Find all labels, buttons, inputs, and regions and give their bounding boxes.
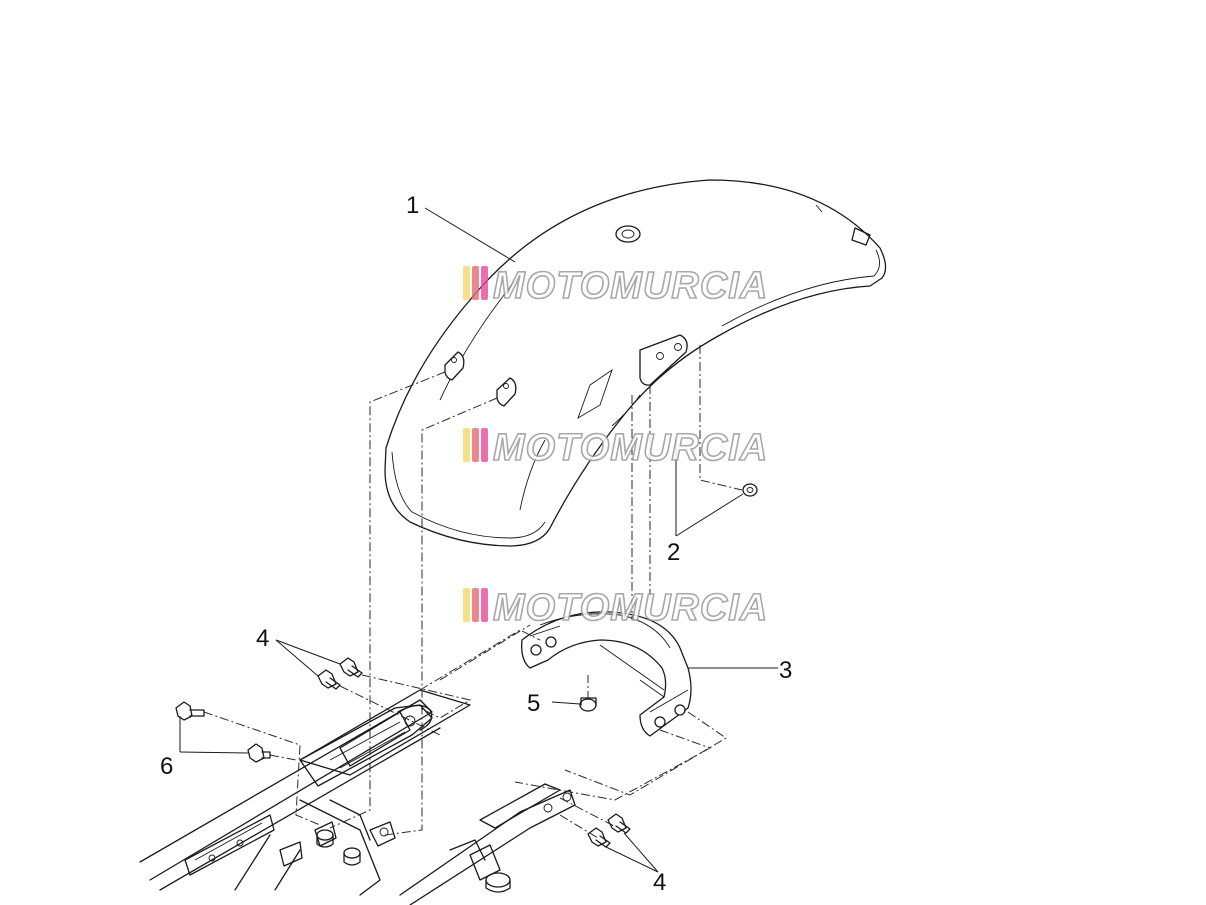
front-bracket (299, 704, 433, 787)
callout-numbers: 1 2 3 4 4 5 6 (160, 192, 792, 896)
watermark-stripe-2 (472, 428, 479, 462)
watermark-stripe-3 (481, 588, 488, 622)
callout-1: 1 (406, 192, 419, 219)
callout-6: 6 (160, 753, 173, 780)
screws-part-4-upper (317, 657, 363, 690)
inner-mudguard-part-3 (521, 611, 692, 737)
callout-5: 5 (527, 690, 540, 717)
bolts-part-6 (175, 701, 271, 763)
callout-3: 3 (779, 657, 792, 684)
watermark-top: MOTOMURCIA (463, 264, 768, 308)
watermark-bottom: MOTOMURCIA (463, 586, 768, 630)
leader-lines (179, 207, 778, 873)
watermark-text: MOTOMURCIA (493, 265, 768, 307)
screws-part-4-lower (587, 813, 631, 848)
nut-part-2 (742, 483, 758, 497)
watermark-stripe-1 (463, 428, 470, 462)
watermark-stripe-3 (481, 266, 488, 300)
watermark-middle: MOTOMURCIA (463, 426, 768, 470)
watermark-stripe-1 (463, 266, 470, 300)
watermark-stripe-3 (481, 428, 488, 462)
frame-subframe (139, 689, 576, 905)
assembly-lines (203, 345, 743, 839)
mudguard-part-1 (384, 179, 887, 547)
watermark-text: MOTOMURCIA (493, 427, 768, 469)
watermark-stripe-1 (463, 588, 470, 622)
callout-4-lower: 4 (653, 869, 666, 896)
watermark-text: MOTOMURCIA (493, 587, 768, 629)
watermark-stripe-2 (472, 588, 479, 622)
callout-4-upper: 4 (256, 625, 269, 652)
watermark-stripe-2 (472, 266, 479, 300)
callout-2: 2 (667, 539, 680, 566)
